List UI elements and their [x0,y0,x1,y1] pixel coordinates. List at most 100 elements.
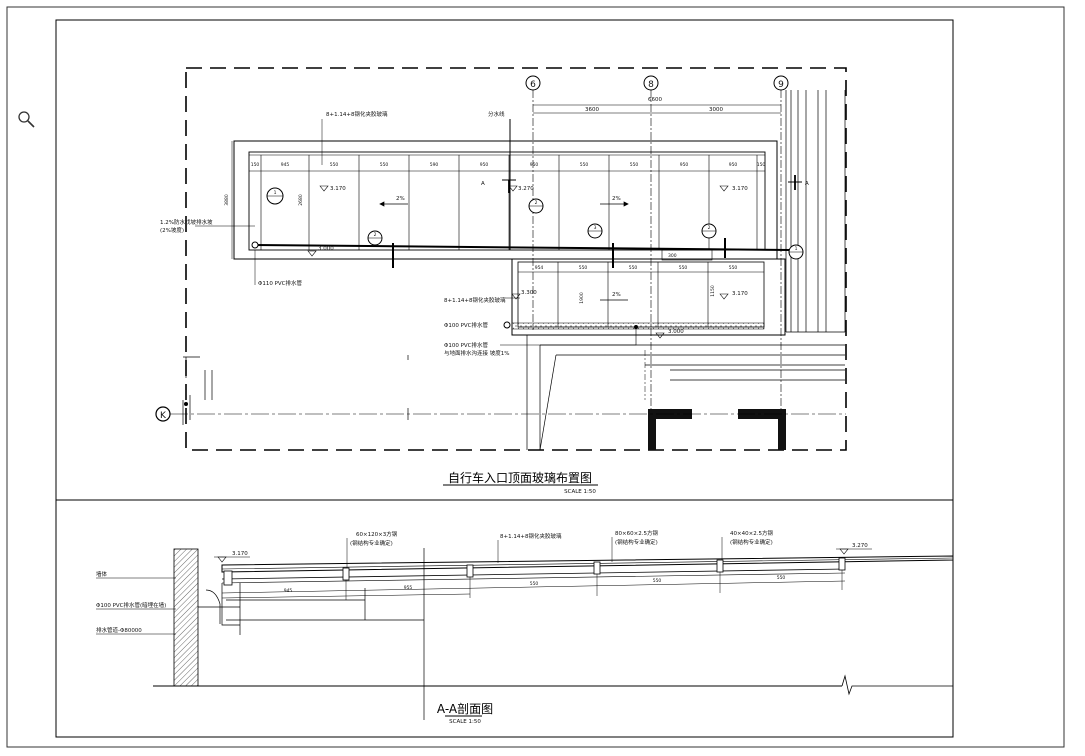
svg-text:950: 950 [680,162,689,168]
svg-text:550: 550 [380,162,389,168]
svg-text:590: 590 [430,162,439,168]
drawing-frame [55,19,954,738]
svg-text:(钢结构专业确定): (钢结构专业确定) [730,538,773,546]
svg-text:945: 945 [281,162,290,168]
svg-text:950: 950 [729,162,738,168]
svg-text:Φ100 PVC排水管(暗埋在墙): Φ100 PVC排水管(暗埋在墙) [96,601,166,609]
svg-text:550: 550 [630,162,639,168]
svg-text:1150: 1150 [710,285,716,297]
svg-text:3.270: 3.270 [518,186,534,192]
plan-view: 6 8 9 3600 6600 3000 [155,67,847,495]
upper-glass-panels [260,155,758,250]
sheet-outer-border [6,6,1065,748]
svg-text:(钢结构专业确定): (钢结构专业确定) [350,539,393,547]
svg-text:分水线: 分水线 [488,110,505,118]
plan-title: 自行车入口顶面玻璃布置图 [448,470,592,485]
svg-text:3: 3 [594,225,597,231]
lower-levels: 3.300 3.170 3.000 [511,290,748,339]
svg-text:550: 550 [679,265,688,271]
svg-text:550: 550 [530,581,539,587]
svg-text:550: 550 [330,162,339,168]
svg-text:550: 550 [653,578,662,584]
axis-9: 9 [773,75,789,420]
section-cut-a [502,175,802,193]
wall-hatch [173,548,199,687]
svg-text:2%: 2% [612,196,621,202]
zoom-icon[interactable] [18,111,35,128]
svg-text:150: 150 [757,162,766,168]
section-view: 945 955 550 550 550 墙体 Φ100 PVC排水管(暗埋在墙)… [96,529,954,725]
svg-text:80×60×2.5方钢: 80×60×2.5方钢 [615,529,658,537]
slope-arrows: 2% 2% [379,196,629,207]
svg-text:550: 550 [729,265,738,271]
svg-text:8+1.14+8钢化夹胶玻璃: 8+1.14+8钢化夹胶玻璃 [444,296,506,304]
svg-text:3.170: 3.170 [232,551,248,557]
upper-drain-line [254,244,791,251]
plan-scale: SCALE 1:50 [564,489,596,495]
svg-text:3880: 3880 [224,194,230,206]
svg-text:9: 9 [778,80,784,90]
axis-k: K [155,406,846,422]
upper-canopy-outline [233,140,778,260]
svg-text:2680: 2680 [298,194,304,206]
svg-text:A: A [481,181,485,187]
svg-text:300: 300 [668,253,677,259]
svg-text:3.000: 3.000 [668,329,684,335]
svg-text:2: 2 [708,225,711,231]
svg-text:3.300: 3.300 [521,290,537,296]
svg-text:(钢结构专业确定): (钢结构专业确定) [615,538,658,546]
svg-text:954: 954 [535,265,544,271]
ramp-structure [526,334,845,451]
svg-text:150: 150 [251,162,260,168]
svg-text:6: 6 [530,80,536,90]
svg-text:2: 2 [535,200,538,206]
svg-text:3.170: 3.170 [732,186,748,192]
svg-text:排水管道-Φ80000: 排水管道-Φ80000 [96,626,142,634]
section-scale: SCALE 1:50 [449,719,481,725]
svg-text:3.000: 3.000 [318,246,334,252]
axis-8: 8 [643,75,659,420]
svg-text:3000: 3000 [709,107,723,113]
svg-text:3600: 3600 [585,107,599,113]
svg-text:3.270: 3.270 [852,543,868,549]
svg-text:550: 550 [580,162,589,168]
svg-text:550: 550 [579,265,588,271]
plan-dashed-boundary [185,67,847,451]
svg-text:2: 2 [374,232,377,238]
lower-gutter [511,322,765,330]
svg-text:8+1.14+8钢化夹胶玻璃: 8+1.14+8钢化夹胶玻璃 [326,110,388,118]
right-column-lines [785,90,846,333]
svg-text:6600: 6600 [648,97,662,103]
svg-text:Φ110 PVC排水管: Φ110 PVC排水管 [258,279,302,287]
svg-text:945: 945 [284,588,293,594]
svg-text:与地面排水沟连接 坡度1%: 与地面排水沟连接 坡度1% [444,349,509,357]
level-marks: 3.170 3.270 3.170 3.000 [307,185,748,257]
svg-text:40×40×2.5方钢: 40×40×2.5方钢 [730,529,773,537]
svg-text:墙体: 墙体 [96,570,108,578]
svg-text:K: K [160,411,167,421]
svg-text:Φ100 PVC排水管: Φ100 PVC排水管 [444,341,488,349]
svg-text:2%: 2% [396,196,405,202]
svg-text:955: 955 [404,585,413,591]
detail-bubbles: 1 2 2 3 2 1 [266,187,804,260]
svg-text:1.2%防水找坡排水坡: 1.2%防水找坡排水坡 [160,218,213,226]
upper-dims: 150 945 550 550 590 950 950 550 550 950 … [251,162,766,168]
support-posts [223,557,846,586]
svg-text:A: A [805,181,809,187]
svg-text:2%: 2% [612,292,621,298]
svg-text:(2%坡度): (2%坡度) [160,226,184,234]
svg-text:1900: 1900 [579,292,585,304]
svg-text:550: 550 [777,575,786,581]
svg-text:8+1.14+8钢化夹胶玻璃: 8+1.14+8钢化夹胶玻璃 [500,532,562,540]
svg-text:1: 1 [274,190,277,196]
svg-text:550: 550 [629,265,638,271]
svg-text:3.170: 3.170 [330,186,346,192]
section-title: A-A剖面图 [437,702,493,716]
svg-text:1: 1 [795,246,798,252]
svg-text:3.170: 3.170 [732,291,748,297]
svg-text:60×120×3方钢: 60×120×3方钢 [356,530,398,538]
svg-text:Φ100 PVC排水管: Φ100 PVC排水管 [444,321,488,329]
svg-text:8: 8 [648,80,654,90]
svg-text:950: 950 [480,162,489,168]
